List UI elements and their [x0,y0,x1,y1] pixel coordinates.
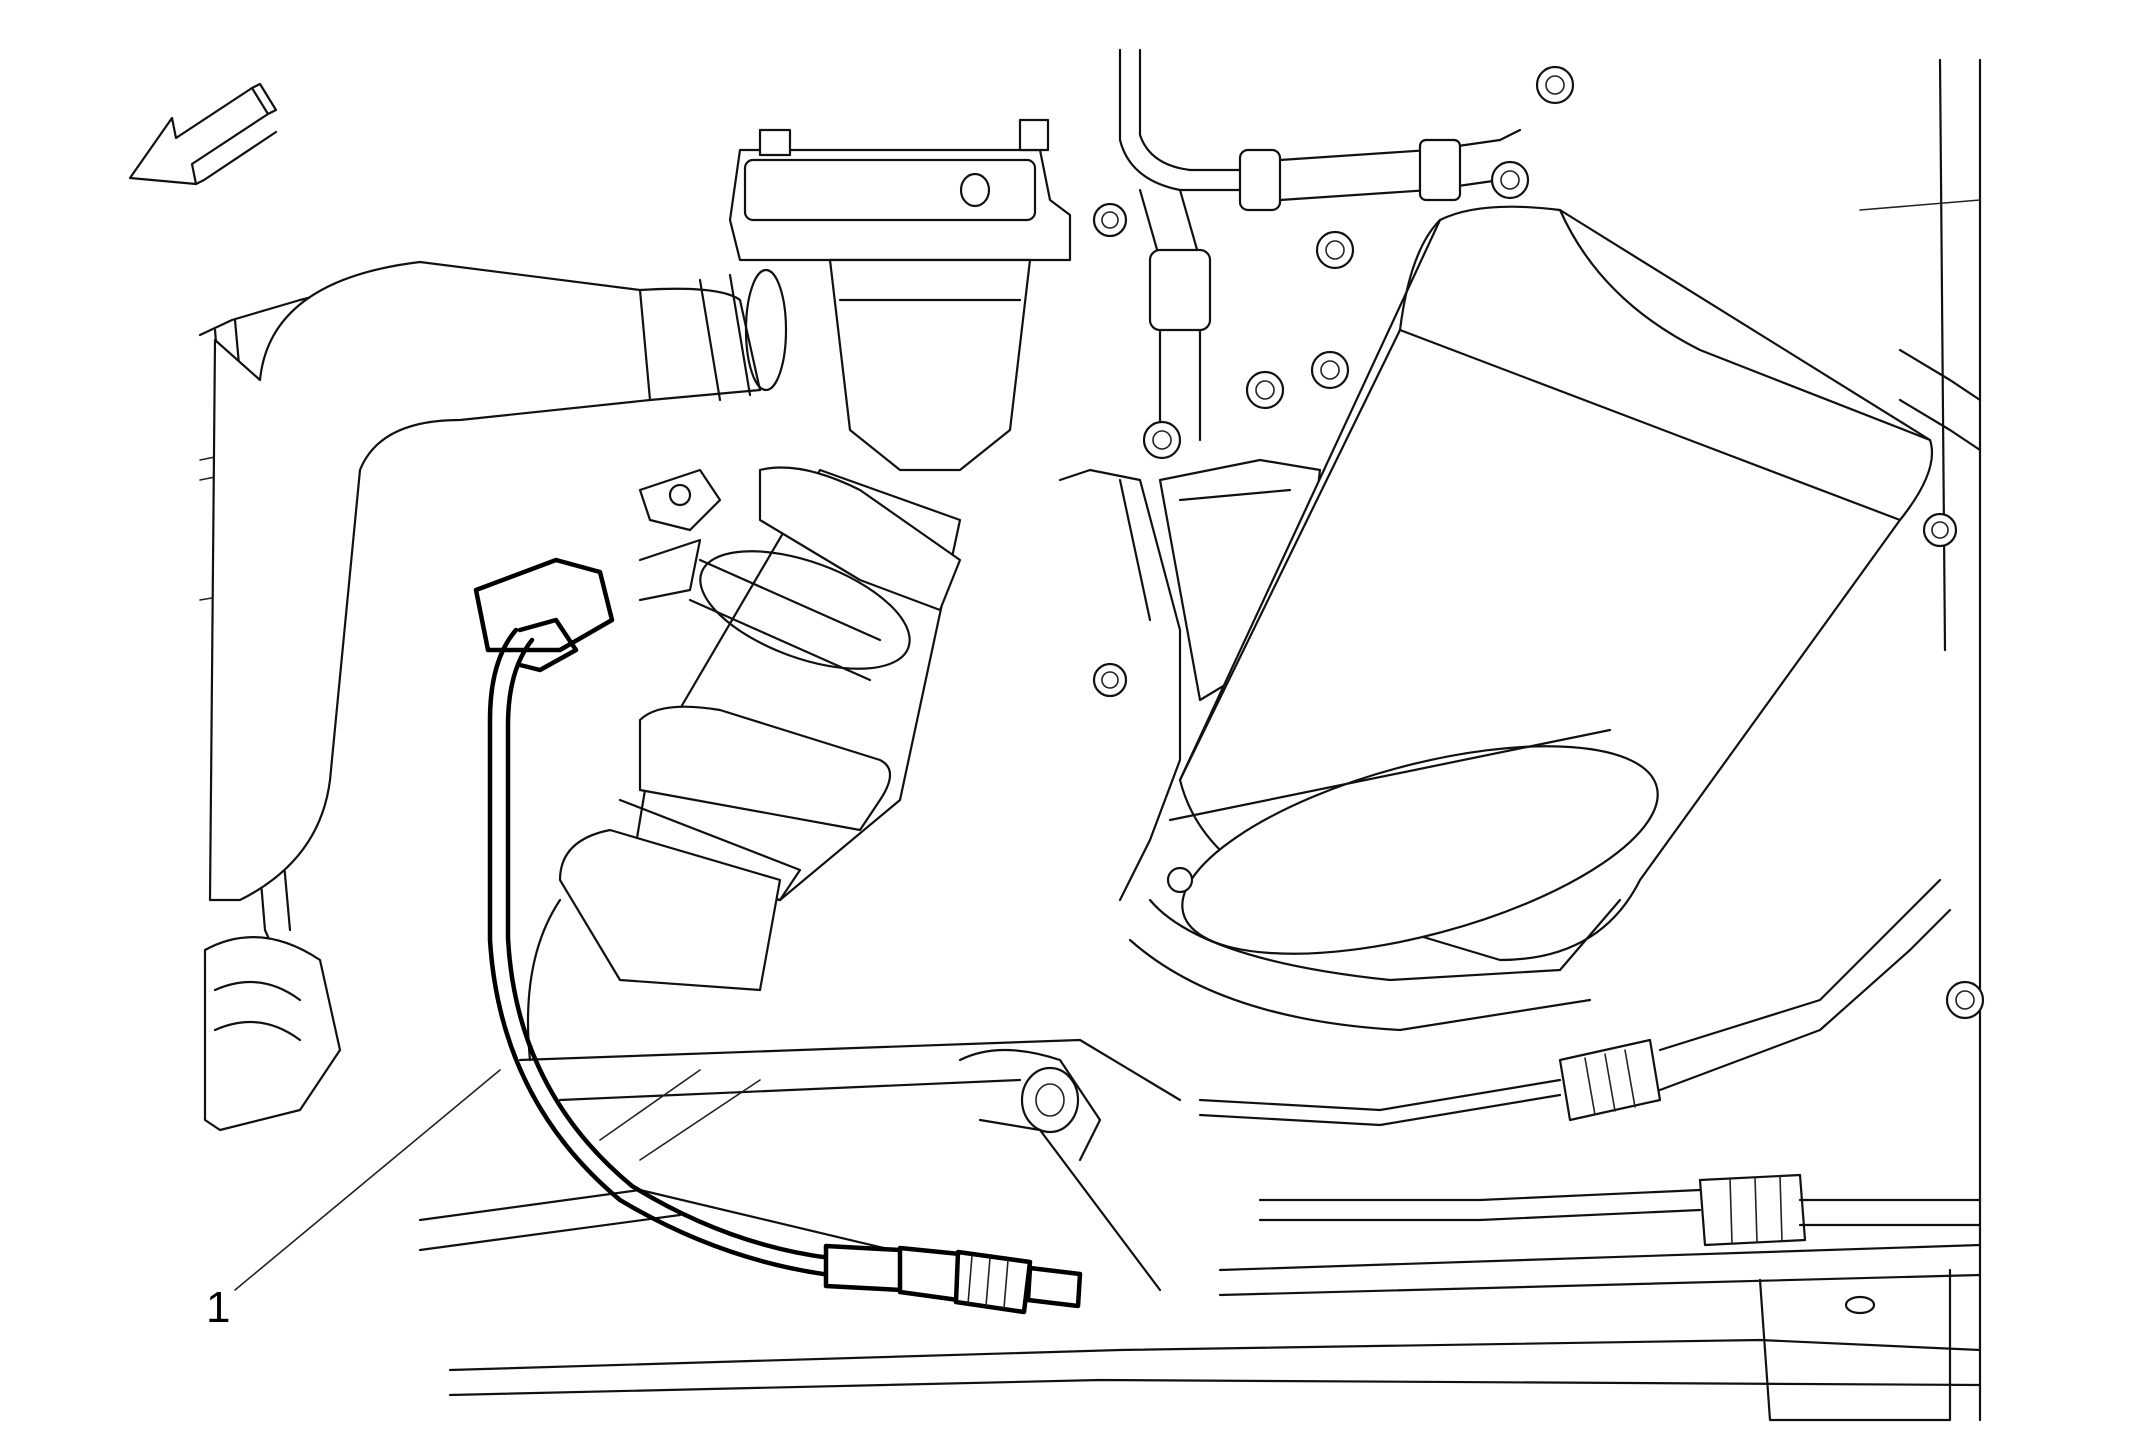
heater-pipes [1118,48,1522,442]
callout-leader-1 [234,1069,501,1291]
lower-left-elbow [203,936,342,1132]
oxygen-sensor-harness [473,557,833,1278]
callout-label-1: 1 [206,1283,231,1332]
frame-rails [198,58,1982,1422]
fuel-lines [1198,348,1982,1247]
upper-radiator-hose [208,260,788,902]
arrow-front-icon [128,82,278,186]
intake-assembly [728,118,1072,472]
catalytic-converter [1128,205,1934,1032]
intake-tube [526,466,962,1062]
connector-bracket [638,468,722,602]
crossmember-bracket [958,1048,1162,1292]
mounting-bolts [1092,65,1985,1020]
oxygen-sensor [823,1243,1083,1315]
